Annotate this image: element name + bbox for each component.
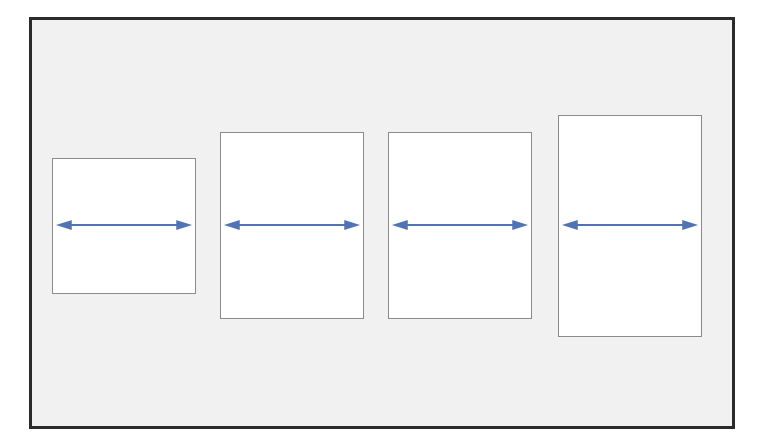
page-1 [52,158,196,294]
diagram-canvas [29,17,735,429]
double-headed-arrow-icon [55,220,193,230]
page-2 [220,132,364,319]
double-headed-arrow-icon [391,220,529,230]
double-headed-arrow-icon [223,220,361,230]
page-4 [558,115,702,337]
page-3 [388,132,532,319]
double-headed-arrow-icon [561,220,699,230]
